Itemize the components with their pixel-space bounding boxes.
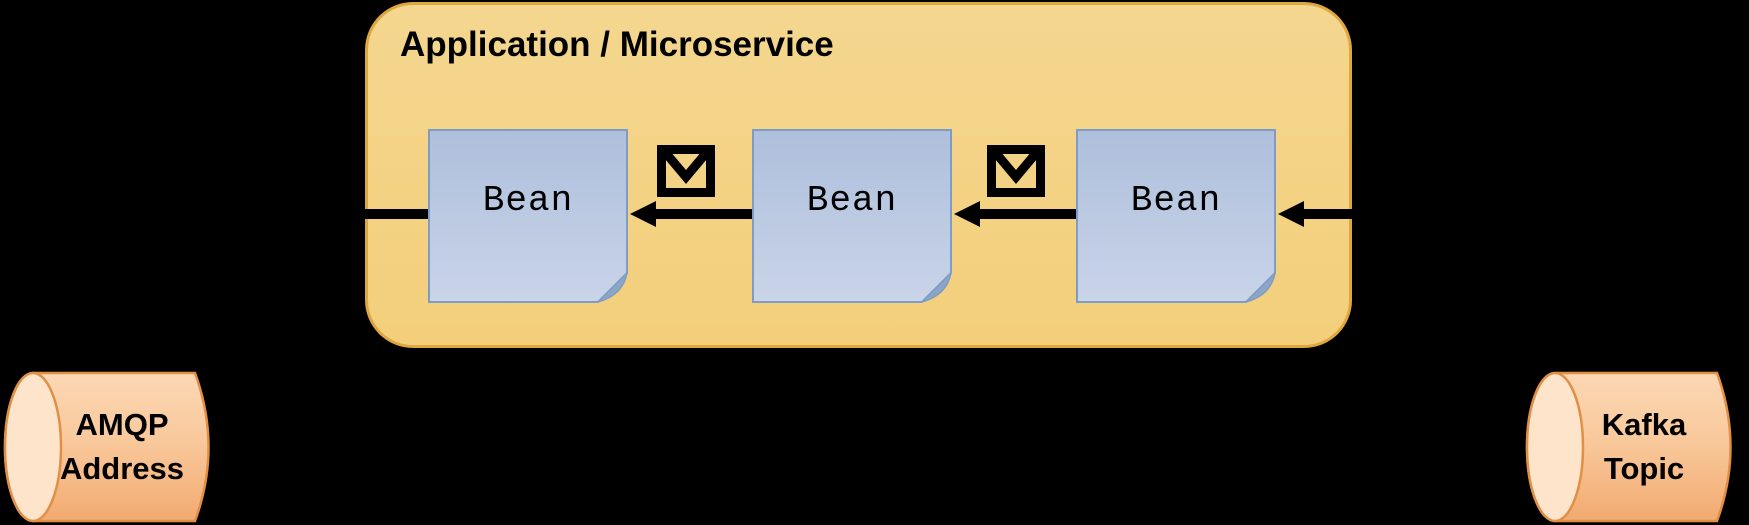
bean-node-1: Bean <box>428 129 628 303</box>
bean-label: Bean <box>806 179 898 221</box>
bean-node-2: Bean <box>752 129 952 303</box>
envelope-icon <box>987 145 1045 197</box>
folded-note-shape <box>752 129 952 303</box>
store-label-line2: Address <box>59 451 185 486</box>
kafka-topic-store: Kafka Topic <box>1525 371 1747 523</box>
application-title: Application / Microservice <box>400 25 834 64</box>
envelope-icon-glyph <box>657 145 715 197</box>
store-label-line1: Kafka <box>1601 407 1687 442</box>
store-label-line1: AMQP <box>75 407 169 442</box>
envelope-icon <box>657 145 715 197</box>
folded-note-shape <box>428 129 628 303</box>
bean-node-3: Bean <box>1076 129 1276 303</box>
bean-label: Bean <box>1130 179 1222 221</box>
store-label-line2: Topic <box>1603 451 1685 486</box>
bean-label: Bean <box>482 179 574 221</box>
store-label: AMQP Address <box>3 371 225 523</box>
envelope-icon-glyph <box>987 145 1045 197</box>
amqp-address-store: AMQP Address <box>3 371 225 523</box>
store-label: Kafka Topic <box>1525 371 1747 523</box>
folded-note-shape <box>1076 129 1276 303</box>
horizontal-cylinder-shape <box>3 371 210 523</box>
horizontal-cylinder-shape <box>1525 371 1732 523</box>
